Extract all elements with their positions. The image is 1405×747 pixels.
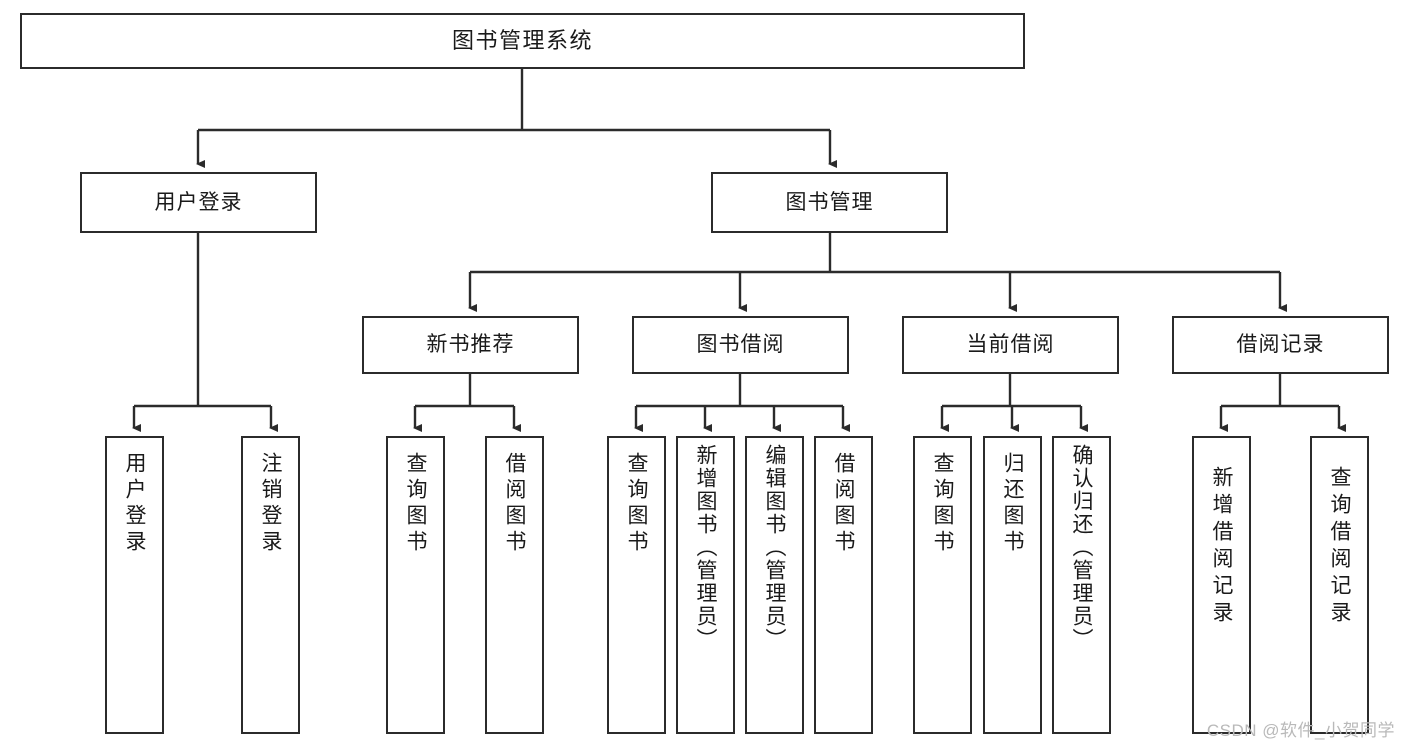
node-book-manage-label: 图书管理 xyxy=(785,190,874,214)
node-book-borrow[interactable]: 图书借阅 xyxy=(632,316,849,374)
node-user-login-label: 用户登录 xyxy=(154,190,243,214)
node-leaf-user-login[interactable]: 用户登录 xyxy=(105,436,164,734)
node-new-book-rec[interactable]: 新书推荐 xyxy=(362,316,579,374)
node-leaf-edit-book-label: 编辑图书（管理员） xyxy=(763,444,786,651)
node-current-borrow-label: 当前借阅 xyxy=(966,333,1055,357)
node-leaf-add-book-label: 新增图书（管理员） xyxy=(694,444,717,651)
node-leaf-add-record[interactable]: 新增借阅记录 xyxy=(1192,436,1251,734)
node-leaf-return-book-label: 归还图书 xyxy=(1001,452,1024,556)
node-leaf-query-record[interactable]: 查询借阅记录 xyxy=(1310,436,1369,734)
node-leaf-query-book-2-label: 查询图书 xyxy=(625,452,648,556)
node-leaf-query-book-2[interactable]: 查询图书 xyxy=(607,436,666,734)
node-borrow-record-label: 借阅记录 xyxy=(1236,333,1325,357)
node-leaf-add-book[interactable]: 新增图书（管理员） xyxy=(676,436,735,734)
node-book-manage[interactable]: 图书管理 xyxy=(711,172,948,233)
node-current-borrow[interactable]: 当前借阅 xyxy=(902,316,1119,374)
node-leaf-add-record-label: 新增借阅记录 xyxy=(1210,466,1233,628)
node-root-label: 图书管理系统 xyxy=(451,27,593,53)
node-leaf-confirm-return[interactable]: 确认归还（管理员） xyxy=(1052,436,1111,734)
node-leaf-borrow-book-1[interactable]: 借阅图书 xyxy=(485,436,544,734)
node-root[interactable]: 图书管理系统 xyxy=(20,13,1025,69)
node-leaf-query-book-3-label: 查询图书 xyxy=(931,452,954,556)
node-book-borrow-label: 图书借阅 xyxy=(696,333,785,357)
node-user-login[interactable]: 用户登录 xyxy=(80,172,317,233)
node-borrow-record[interactable]: 借阅记录 xyxy=(1172,316,1389,374)
node-leaf-query-book-1[interactable]: 查询图书 xyxy=(386,436,445,734)
node-leaf-borrow-book-1-label: 借阅图书 xyxy=(503,452,526,556)
node-leaf-user-logout[interactable]: 注销登录 xyxy=(241,436,300,734)
node-leaf-return-book[interactable]: 归还图书 xyxy=(983,436,1042,734)
node-new-book-rec-label: 新书推荐 xyxy=(426,333,515,357)
node-leaf-confirm-return-label: 确认归还（管理员） xyxy=(1070,444,1093,651)
node-leaf-borrow-book-2[interactable]: 借阅图书 xyxy=(814,436,873,734)
node-leaf-user-login-label: 用户登录 xyxy=(123,452,146,556)
csdn-watermark: CSDN @软件_小贺同学 xyxy=(1206,721,1395,740)
node-leaf-borrow-book-2-label: 借阅图书 xyxy=(832,452,855,556)
node-leaf-query-book-1-label: 查询图书 xyxy=(404,452,427,556)
node-leaf-edit-book[interactable]: 编辑图书（管理员） xyxy=(745,436,804,734)
node-leaf-query-record-label: 查询借阅记录 xyxy=(1328,466,1351,628)
node-leaf-query-book-3[interactable]: 查询图书 xyxy=(913,436,972,734)
node-leaf-user-logout-label: 注销登录 xyxy=(259,452,282,556)
